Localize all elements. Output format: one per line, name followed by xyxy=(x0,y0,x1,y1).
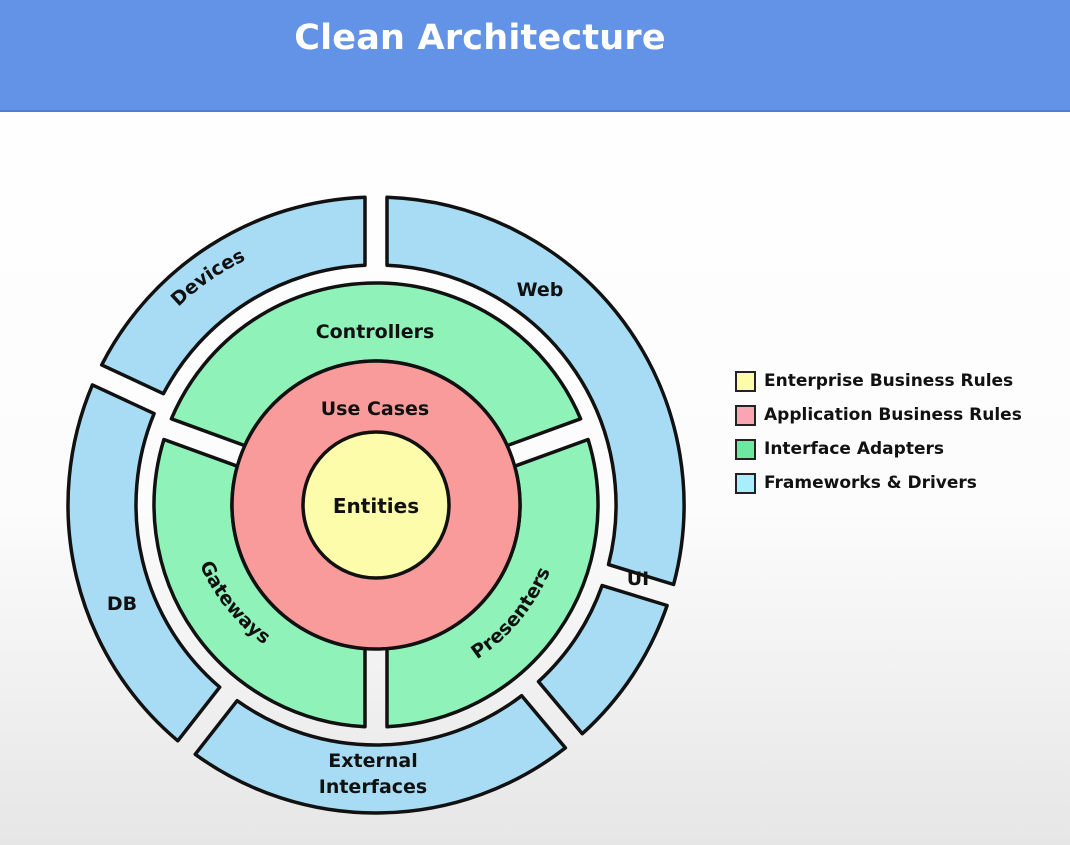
entities-circle xyxy=(301,430,451,580)
legend-label-application: Application Business Rules xyxy=(764,405,1022,425)
legend: Enterprise Business Rules Application Bu… xyxy=(735,364,1022,500)
legend-swatch-frameworks xyxy=(735,472,756,494)
external-interfaces-label-line2: Interfaces xyxy=(319,776,427,798)
legend-swatch-adapters xyxy=(735,438,756,460)
db-segment xyxy=(66,383,222,743)
legend-label-frameworks: Frameworks & Drivers xyxy=(764,473,977,493)
web-segment xyxy=(385,195,686,587)
legend-item-frameworks: Frameworks & Drivers xyxy=(735,466,1022,500)
legend-label-adapters: Interface Adapters xyxy=(764,439,944,459)
external-interfaces-segment xyxy=(193,693,568,815)
controllers-label: Controllers xyxy=(316,321,435,343)
db-label: DB xyxy=(107,593,137,615)
devices-segment xyxy=(99,195,367,396)
legend-item-adapters: Interface Adapters xyxy=(735,432,1022,466)
use-cases-label: Use Cases xyxy=(321,398,430,420)
header-bar: Clean Architecture xyxy=(0,0,1070,112)
entities-label: Entities xyxy=(333,494,419,518)
legend-item-application: Application Business Rules xyxy=(735,398,1022,432)
web-label: Web xyxy=(517,279,564,301)
ui-segment xyxy=(536,583,669,736)
legend-swatch-application xyxy=(735,404,756,426)
ui-label: UI xyxy=(627,568,650,590)
legend-swatch-enterprise xyxy=(735,370,756,392)
legend-label-enterprise: Enterprise Business Rules xyxy=(764,371,1014,391)
legend-item-enterprise: Enterprise Business Rules xyxy=(735,364,1022,398)
external-interfaces-label-line1: External xyxy=(328,750,417,772)
page-title: Clean Architecture xyxy=(294,18,666,58)
